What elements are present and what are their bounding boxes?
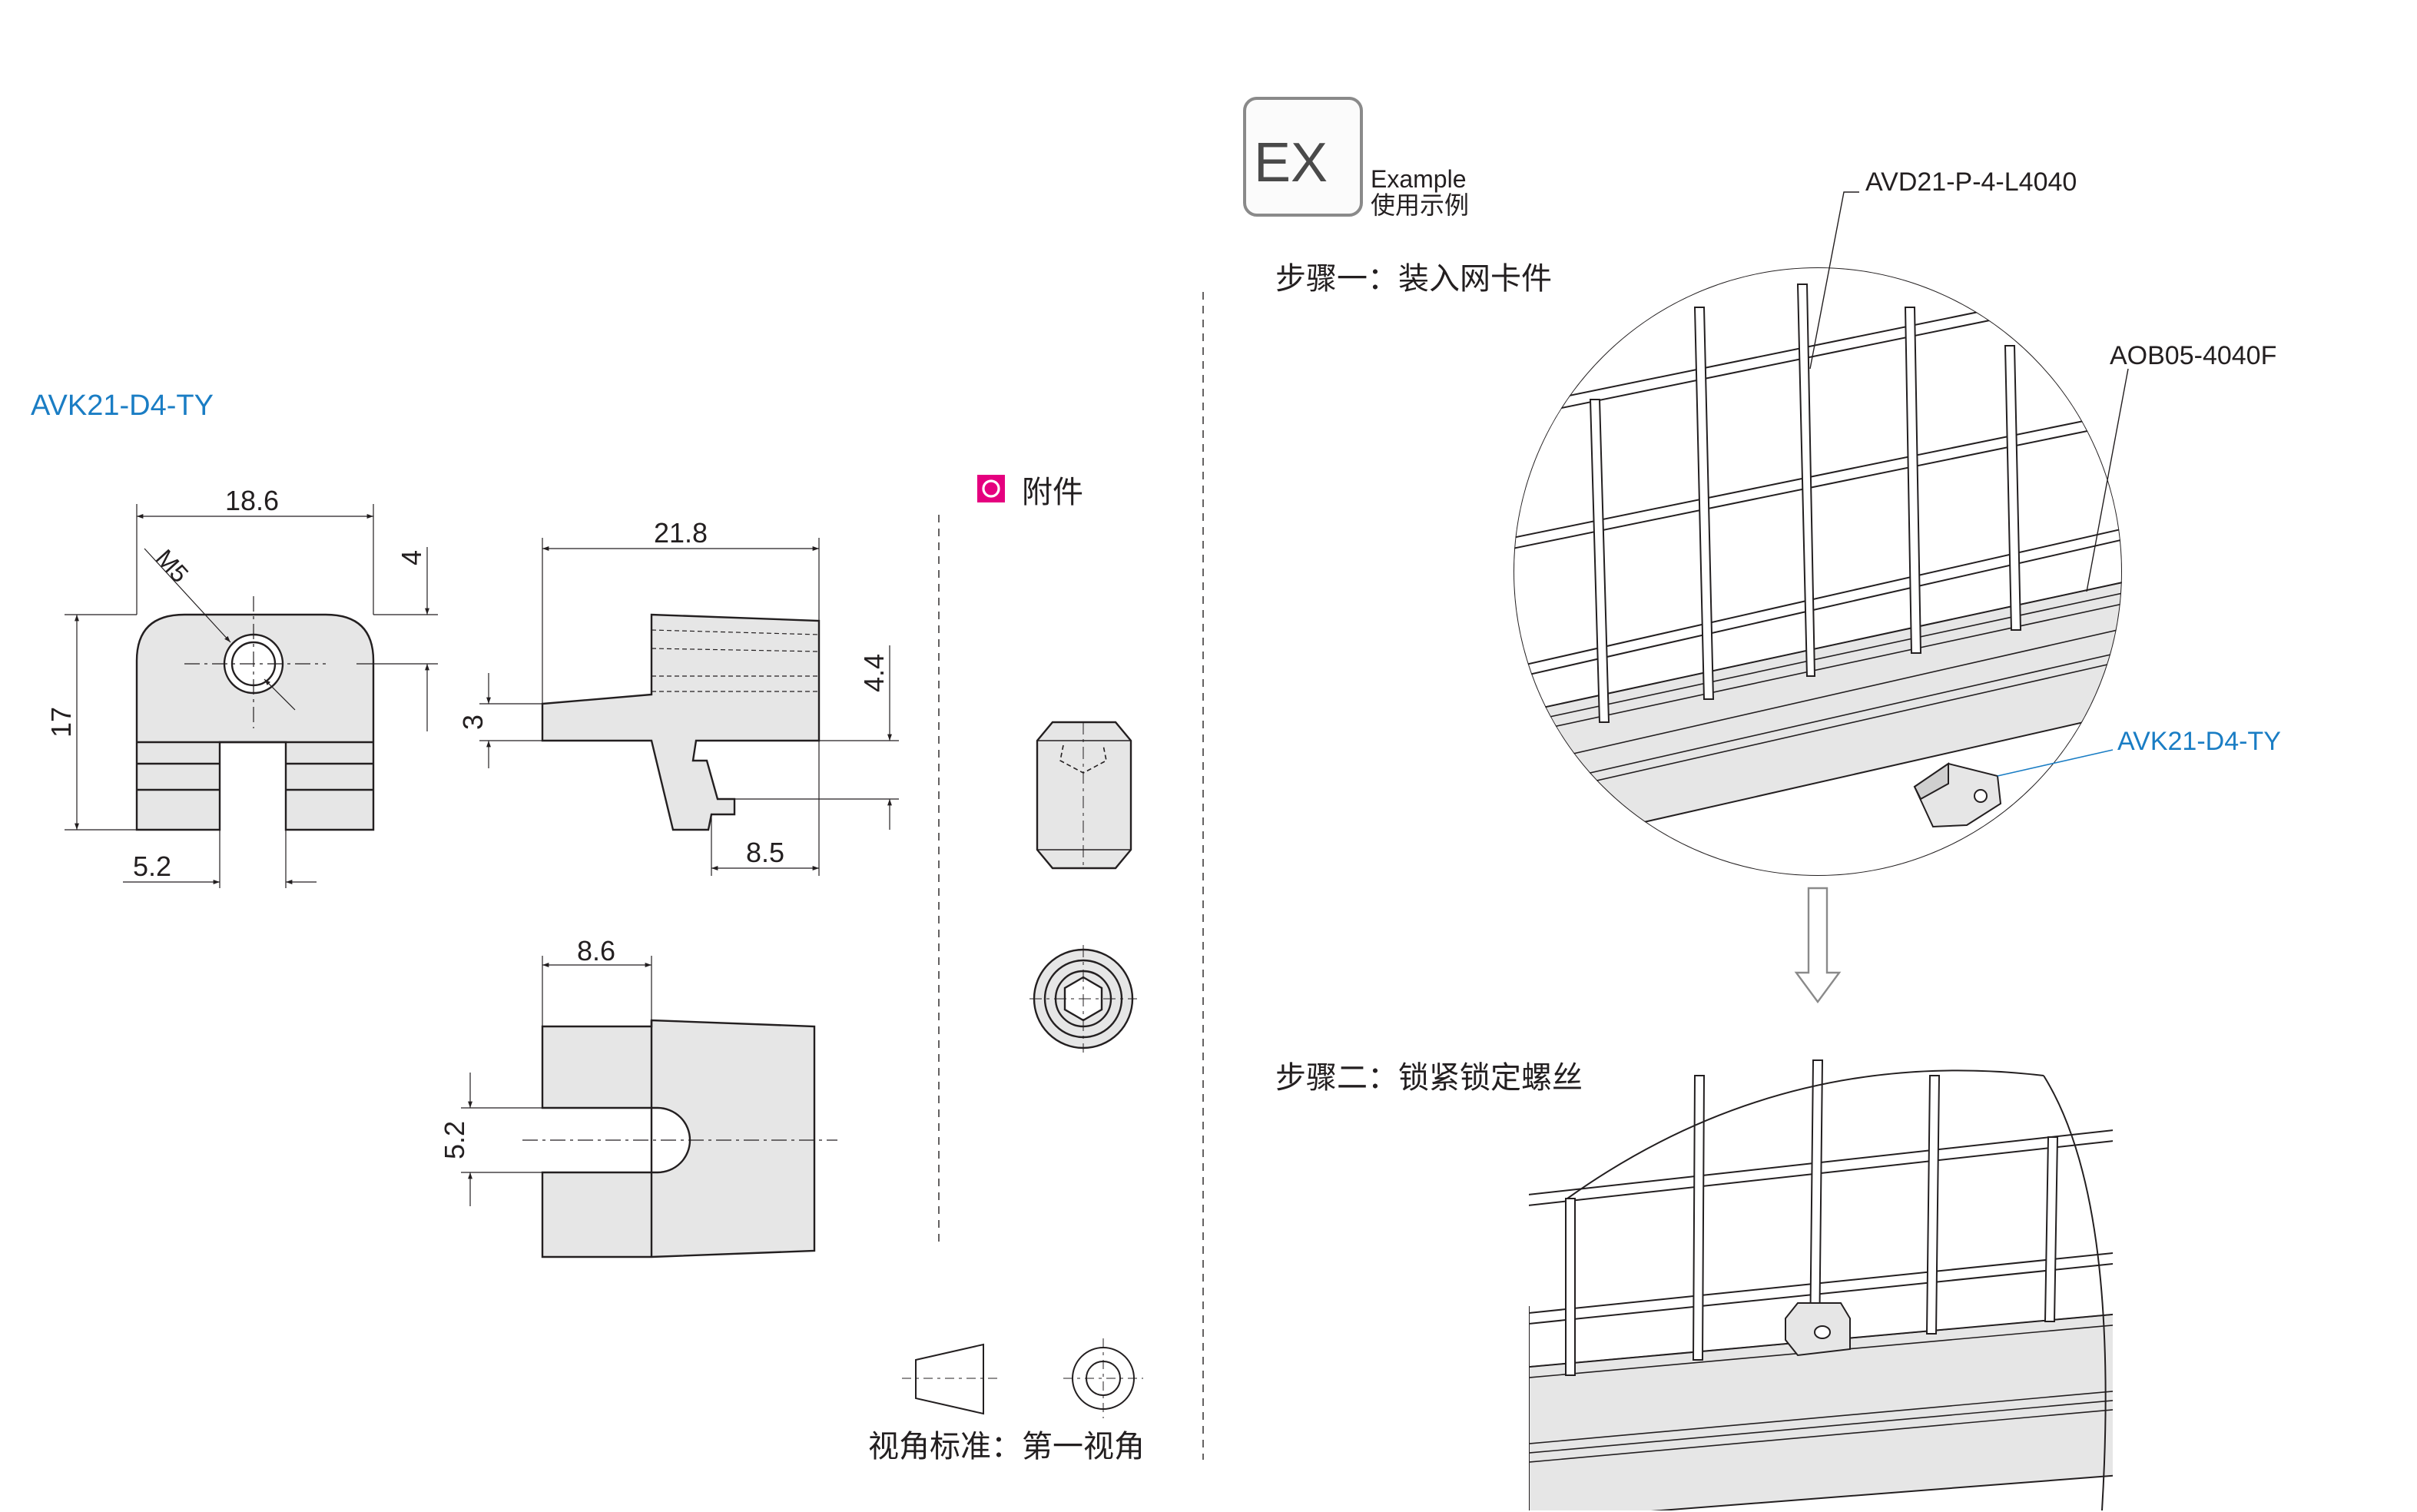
side-view [541, 613, 821, 831]
loose-part-icon [1913, 762, 2002, 828]
dim-bottom-slot: 5.2 [439, 1121, 470, 1159]
callout-profile: AOB05-4040F [2110, 341, 2276, 370]
dim-hook-length: 8.5 [746, 837, 784, 868]
dim-hook-height: 4.4 [858, 654, 890, 692]
dim-bottom-width: 8.6 [577, 935, 615, 967]
accessory-marker-icon [977, 475, 1005, 502]
example-badge: EX [1243, 97, 1363, 217]
bottom-view-dimensions [461, 956, 652, 1206]
set-screw-end-view [1029, 945, 1137, 1053]
dim-tab: 3 [457, 715, 489, 730]
callout-panel: AVD21-P-4-L4040 [1865, 167, 2077, 197]
accessory-label: 附件 [1022, 476, 1083, 509]
installed-part-icon [1785, 1302, 1851, 1357]
side-view-body [541, 613, 821, 831]
callout-part: AVK21-D4-TY [2117, 727, 2281, 756]
part-title: AVK21-D4-TY [31, 390, 214, 422]
front-view-centerlines [184, 596, 326, 728]
step-arrow-icon [1794, 887, 1842, 1004]
callout-part-leader [1997, 749, 2114, 777]
example-label-cn: 使用示例 [1371, 191, 1469, 219]
dim-slot: 5.2 [133, 850, 171, 882]
set-screw-side-view [1036, 721, 1132, 870]
front-view-dimensions [65, 504, 438, 888]
dim-height: 17 [45, 707, 77, 738]
bottom-view-body [541, 1019, 816, 1258]
step1-illustration [1514, 267, 2122, 876]
step2-illustration [1529, 1059, 2113, 1510]
dim-width: 18.6 [225, 485, 279, 516]
step1-heading: 步骤一：装入网卡件 [1275, 262, 1552, 296]
step2-heading: 步骤二：锁紧锁定螺丝 [1275, 1061, 1583, 1095]
bottom-view [541, 1019, 816, 1258]
projection-symbol [902, 1338, 1143, 1418]
dim-thread: M5 [151, 544, 194, 588]
example-badge-label: EX [1254, 132, 1328, 194]
dim-length: 21.8 [654, 517, 708, 549]
side-view-dimensions [479, 538, 899, 876]
front-view-body [135, 613, 375, 831]
example-label-en: Example [1371, 165, 1467, 193]
projection-label: 视角标准：第一视角 [868, 1430, 1145, 1464]
dim-top-offset: 4 [396, 550, 427, 565]
front-view [135, 613, 375, 831]
